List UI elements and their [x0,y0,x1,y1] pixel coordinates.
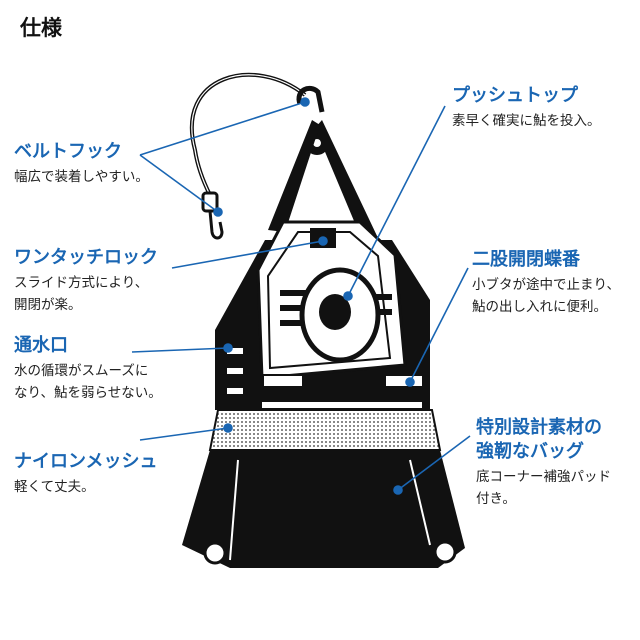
feature-nylon-mesh: ナイロンメッシュ 軽くて丈夫。 [14,450,157,498]
feature-title: 通水口 [14,335,68,356]
feature-title: 二股開閉蝶番 [472,249,580,270]
feature-push-top: プッシュトップ 素早く確実に鮎を投入。 [452,84,601,132]
snap-hook-icon [201,191,224,240]
feature-desc: 幅広で装着しやすい。 [14,169,149,185]
hinge-left [262,374,304,388]
lower-bag [182,450,465,568]
carabiner-icon [296,86,325,113]
feature-special-material: 特別設計素材の 強靭なバッグ 底コーナー補強パッド 付き。 [476,416,611,510]
feature-hinge: 二股開閉蝶番 小ブタが途中で止まり、 鮎の出し入れに便利。 [472,248,620,318]
feature-desc: スライド方式により、 [14,275,149,291]
feature-title: 強靭なバッグ [476,441,584,462]
feature-title: ワンタッチロック [14,247,158,268]
feature-title: 特別設計素材の [476,417,602,438]
feature-desc: なり、鮎を弱らせない。 [14,385,162,401]
corner-pad [203,541,227,565]
feature-title: プッシュトップ [452,85,578,106]
feature-desc: 鮎の出し入れに便利。 [472,299,607,315]
feature-desc: 開閉が楽。 [14,297,82,313]
feature-desc: 軽くて丈夫。 [14,479,95,495]
nylon-mesh [208,409,442,451]
feature-one-touch-lock: ワンタッチロック スライド方式により、 開閉が楽。 [14,246,158,316]
lanyard-cord [190,72,307,196]
feature-desc: 水の循環がスムーズに [14,363,149,379]
feature-desc: 底コーナー補強パッド [476,469,611,485]
feature-water-port: 通水口 水の循環がスムーズに なり、鮎を弱らせない。 [14,334,162,404]
leader-lines [131,97,471,495]
lid-vents [280,290,392,326]
strap [268,120,320,232]
feature-desc: 付き。 [476,491,516,507]
feature-desc: 小ブタが途中で止まり、 [472,277,620,293]
feature-title: ナイロンメッシュ [14,451,158,472]
feature-title: ベルトフック [14,141,122,162]
feature-belt-hook: ベルトフック 幅広で装着しやすい。 [14,140,149,188]
hinge-right [384,374,424,388]
water-port-icon [227,348,243,394]
feature-desc: 素早く確実に鮎を投入。 [452,113,601,129]
page-title: 仕様 [20,16,62,40]
